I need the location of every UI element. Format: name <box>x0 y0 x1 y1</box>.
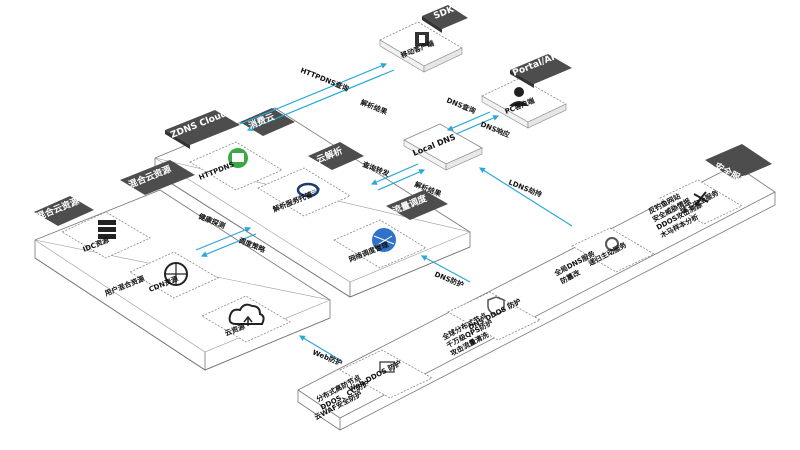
cloud-dns-tag <box>308 142 364 170</box>
arrow-ldns-hijack <box>478 167 573 227</box>
arrow-dns-protect <box>420 255 471 283</box>
local-dns-box <box>403 123 483 171</box>
cdn-box <box>129 251 219 299</box>
security-tag <box>705 144 772 180</box>
security-service-3 <box>447 291 541 341</box>
arrow-health-schedule <box>195 227 257 257</box>
hybrid-tag-outer <box>34 196 94 226</box>
security-service-1 <box>659 179 743 225</box>
security-service-2 <box>571 227 655 273</box>
sdk-box <box>379 21 463 73</box>
portal-box <box>481 77 567 129</box>
cloud-box <box>201 295 291 343</box>
arrow-httpdns-query <box>239 63 395 131</box>
idc-box <box>61 211 151 259</box>
label-dns-protect: DNS防护 <box>433 270 465 290</box>
label-web-protect: Web防护 <box>311 348 343 368</box>
arrow-query-forward <box>370 163 426 191</box>
cloud-dns-box <box>257 167 351 217</box>
portal-tag <box>510 54 572 88</box>
label-resolve-result: 解析结果 <box>359 98 388 117</box>
traffic-box <box>333 219 427 269</box>
arrow-web-protect <box>298 335 341 361</box>
traffic-tag <box>386 190 448 220</box>
security-service-4 <box>339 349 433 399</box>
consumer-cloud-box <box>189 141 283 191</box>
hybrid-tag-inner <box>120 160 195 195</box>
arrow-dns-query <box>446 111 500 135</box>
sdk-tag <box>422 5 468 33</box>
label-dns-query: DNS查询 <box>445 96 477 116</box>
label-dns-response: DNS响应 <box>479 120 511 140</box>
zdns-cloud-tag <box>165 110 240 149</box>
